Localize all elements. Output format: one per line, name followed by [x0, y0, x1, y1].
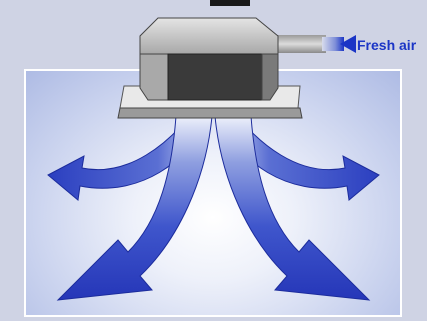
fresh-air-label: Fresh air [357, 37, 417, 53]
cassette-air-conditioner-icon [117, 17, 303, 119]
fresh-air-duct [268, 35, 356, 53]
heading-fragment [210, 0, 250, 6]
airflow-arrow-right-down [214, 115, 371, 301]
airflow-arrow-left-down [56, 115, 213, 301]
fresh-air-arrow-icon [340, 35, 356, 53]
